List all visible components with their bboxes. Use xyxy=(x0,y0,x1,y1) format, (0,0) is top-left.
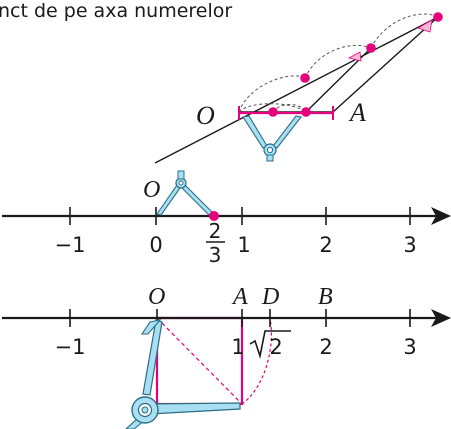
compass-top-icon xyxy=(242,115,302,162)
label-o-axis-1: O xyxy=(143,177,160,203)
axis-1-label-2: 2 xyxy=(319,233,332,257)
dashed-arc-1 xyxy=(238,75,306,113)
angle-marker-2 xyxy=(417,19,433,33)
compass-large-icon xyxy=(125,319,241,429)
axis-1-arrow-icon xyxy=(431,207,451,225)
base-point-2 xyxy=(301,107,311,117)
axis-2-label-1: 1 xyxy=(231,335,244,359)
dashed-arc-3 xyxy=(370,13,439,49)
dashed-arc-2 xyxy=(304,44,372,79)
square-diagonal xyxy=(156,317,243,405)
fraction-denominator: 3 xyxy=(209,243,222,267)
axis-1-label-minus1: −1 xyxy=(55,233,86,257)
fraction-two-thirds: 2 3 xyxy=(206,219,225,267)
radical-sign-icon xyxy=(249,330,291,360)
axis-2-label-minus1: −1 xyxy=(55,335,86,359)
number-axis-1: −1 0 1 2 3 2 3 O xyxy=(2,170,451,267)
label-a-axis-2: A xyxy=(231,284,248,310)
unit-square xyxy=(155,316,244,406)
axis-2-label-2: 2 xyxy=(319,335,332,359)
base-point-1 xyxy=(268,107,278,117)
ray-line xyxy=(154,16,439,164)
axis-1-label-0: 0 xyxy=(149,233,162,257)
label-o-top: O xyxy=(196,101,215,130)
axis-2-label-3: 3 xyxy=(403,335,416,359)
axis-2-arrow-icon xyxy=(431,309,451,327)
label-d-axis-2: D xyxy=(261,284,279,310)
sqrt2-arc xyxy=(241,317,272,405)
number-axis-2: O A D B −1 1 2 3 2 xyxy=(2,284,451,429)
label-o-axis-2: O xyxy=(148,284,165,310)
ray-point-1 xyxy=(300,73,310,83)
sqrt-two-label: 2 xyxy=(249,330,291,360)
ray-point-2 xyxy=(366,43,376,53)
axis-1-label-3: 3 xyxy=(403,233,416,257)
angle-marker-1 xyxy=(347,51,362,62)
parallel-line-1 xyxy=(332,16,439,113)
top-construction: O A xyxy=(154,12,443,164)
compass-axis-1-icon xyxy=(156,170,215,217)
axis-1-label-1: 1 xyxy=(237,233,250,257)
header-text: nct de pe axa numerelor xyxy=(0,0,232,22)
point-two-thirds xyxy=(209,211,219,221)
label-a-top: A xyxy=(348,98,366,127)
label-b-axis-2: B xyxy=(318,284,333,310)
ray-point-3 xyxy=(433,12,443,22)
sqrt-radicand: 2 xyxy=(269,335,282,359)
dashed-arc-base-1 xyxy=(238,103,306,113)
fraction-numerator: 2 xyxy=(209,219,222,243)
